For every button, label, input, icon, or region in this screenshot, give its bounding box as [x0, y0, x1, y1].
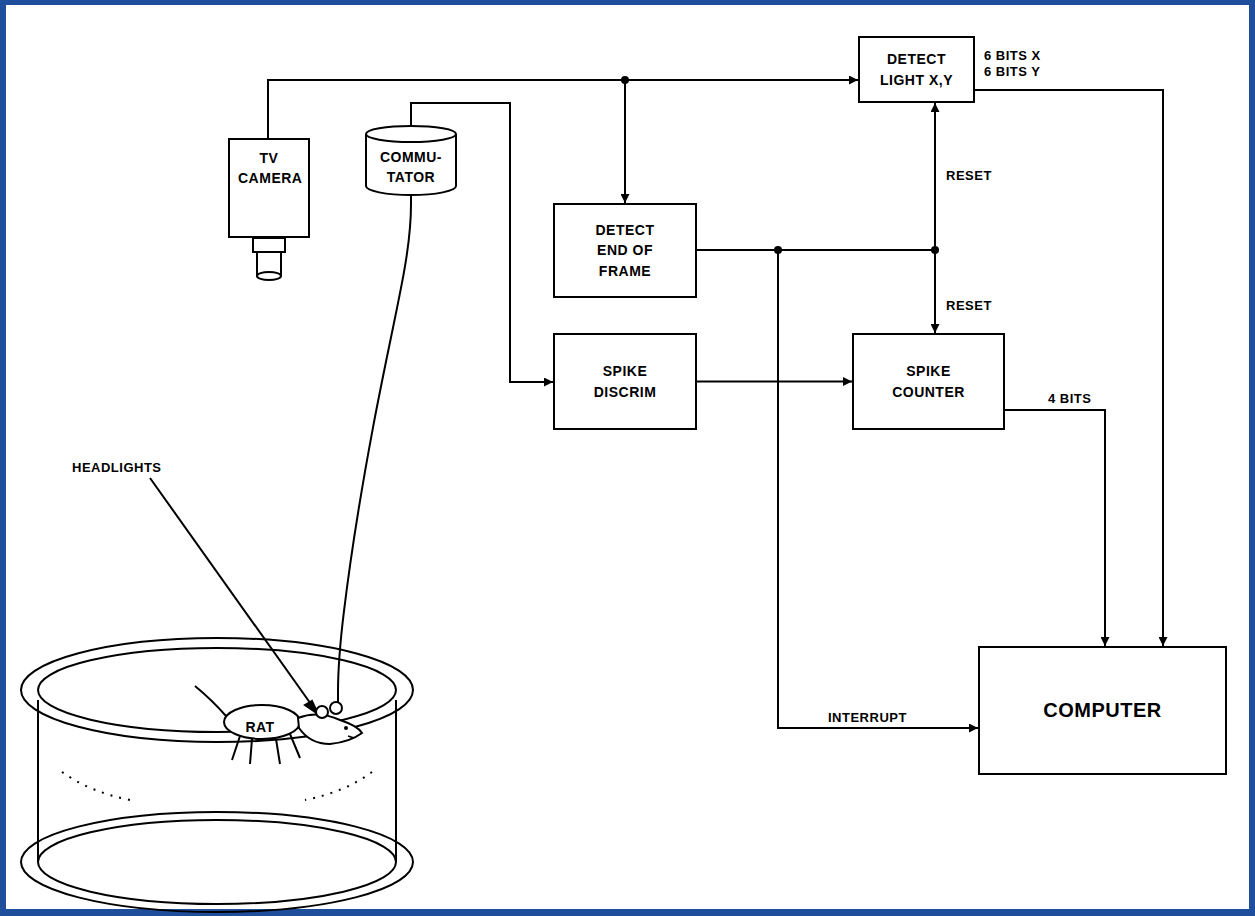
- process-box: DETECT END OF FRAME: [553, 203, 697, 298]
- process-box: TV CAMERA: [228, 138, 310, 238]
- signal-wire: [697, 381, 852, 383]
- camera-lens-mount: [253, 238, 285, 252]
- arena-base: [38, 820, 396, 904]
- rat-tail: [195, 686, 226, 716]
- process-box: SPIKE COUNTER: [852, 333, 1005, 430]
- part-label: HEADLIGHTS: [70, 460, 164, 476]
- signal-label: RESET: [944, 168, 994, 184]
- signal-wire: [697, 103, 935, 250]
- camera-lens-front: [257, 272, 281, 280]
- signal-wire: [697, 250, 978, 728]
- node-label: COMMU- TATOR: [378, 147, 444, 188]
- arena-base-rim: [21, 812, 413, 912]
- node-label: SPIKE COUNTER: [889, 361, 969, 402]
- arena-top: [38, 648, 396, 732]
- node-label: DETECT END OF FRAME: [589, 220, 661, 281]
- signal-wire: [338, 195, 411, 702]
- signal-label: INTERRUPT: [826, 710, 909, 726]
- process-box: DETECT LIGHT X,Y: [858, 36, 975, 103]
- node-label: RAT: [245, 717, 274, 737]
- node-label: TV CAMERA: [238, 148, 300, 189]
- signal-label: RESET: [944, 298, 994, 314]
- signal-wire: [268, 80, 858, 138]
- node-label: SPIKE DISCRIM: [589, 361, 661, 402]
- process-box: SPIKE DISCRIM: [553, 333, 697, 430]
- arena-floor-edge: [62, 772, 372, 800]
- signal-wire: [1005, 410, 1105, 646]
- node-label: DETECT LIGHT X,Y: [874, 49, 960, 90]
- process-box: COMPUTER: [978, 646, 1227, 775]
- signal-wire: [697, 250, 935, 333]
- arena-wall: [37, 700, 39, 862]
- commutator-cylinder: COMMU- TATOR: [365, 125, 457, 195]
- leader-line: [150, 478, 318, 714]
- node-label: COMPUTER: [1043, 696, 1161, 725]
- arena-wall: [395, 700, 397, 862]
- bus-width-label: 6 BITS Y: [982, 64, 1043, 80]
- rat-outline: [222, 702, 364, 752]
- rat-figure: RAT: [222, 702, 364, 752]
- bus-width-label: 6 BITS X: [982, 48, 1043, 64]
- signal-wire: [268, 80, 625, 203]
- signal-label: 4 BITS: [1046, 391, 1093, 407]
